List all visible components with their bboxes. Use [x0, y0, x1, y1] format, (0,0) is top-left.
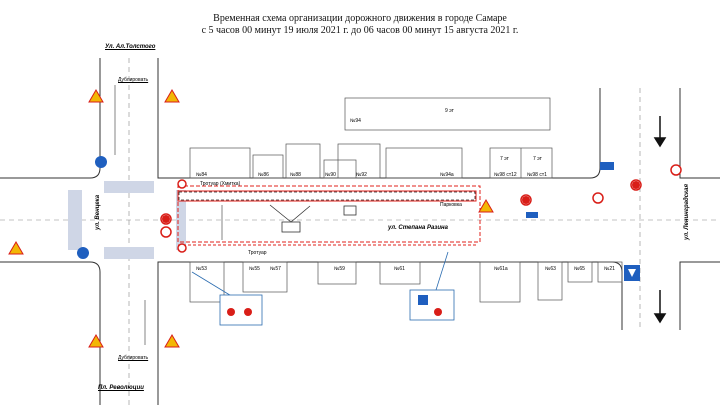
street-label-razina: ул. Степана Разина: [388, 225, 448, 231]
building-label: №94a: [440, 172, 454, 178]
warning-signs: [8, 89, 494, 348]
label-dublirovat-bottom: Дублировать: [118, 355, 149, 361]
diagram-title-line2: с 5 часов 00 минут 19 июля 2021 г. до 06…: [201, 25, 519, 36]
info-sign-glyphs: [628, 269, 636, 277]
building-label: №98 ст12: [494, 172, 517, 178]
callout-right: [409, 251, 455, 321]
dimension-lines: [114, 85, 223, 345]
building-label: №59: [334, 266, 345, 272]
label-trotuar-top: Тротуар (Хмитка): [200, 181, 241, 187]
work-zone: [177, 185, 481, 246]
building-label: №65: [574, 266, 585, 272]
building-label: №53: [196, 266, 207, 272]
label-dublirovat-top: Дублировать: [118, 77, 149, 83]
road-edges: [0, 58, 720, 405]
street-label-leninradskaya: ул. Ленинградская: [684, 183, 690, 240]
building-label: №92: [356, 172, 367, 178]
direction-arrows: [653, 116, 667, 324]
building-label: №61: [394, 266, 405, 272]
building-label: №88: [290, 172, 301, 178]
building-label: №57: [270, 266, 281, 272]
building-label: 9 эт: [445, 108, 454, 114]
building-label: №61a: [494, 266, 508, 272]
street-label-tolstogo: Ул. Ал.Толстого: [105, 44, 156, 50]
crosswalks: [68, 181, 186, 259]
callout-left: [191, 271, 263, 326]
buildings-bottom: [189, 261, 623, 303]
building-label: №55: [249, 266, 260, 272]
building-label: №90: [325, 172, 336, 178]
street-label-revolyutsii: Пл. Революции: [98, 385, 144, 391]
label-parkovka: Парковка: [440, 202, 462, 208]
building-label: 7 эт: [500, 156, 509, 162]
car-icon: [343, 205, 357, 216]
building-label: 7 эт: [533, 156, 542, 162]
building-label: №86: [258, 172, 269, 178]
crane-icon: [269, 204, 311, 233]
building-label: №63: [545, 266, 556, 272]
no-entry-signs: [162, 181, 640, 223]
building-label: №21: [604, 266, 615, 272]
label-trotuar-bottom: Тротуар: [248, 250, 267, 256]
building-label: №84: [196, 172, 207, 178]
street-label-venttseka: ул. Венцека: [95, 194, 101, 230]
lane-markings: [0, 58, 720, 405]
building-label: №94: [350, 118, 361, 124]
diagram-title-line1: Временная схема организации дорожного дв…: [213, 13, 507, 24]
buildings-top: [189, 97, 553, 179]
building-label: №98 ст1: [527, 172, 547, 178]
